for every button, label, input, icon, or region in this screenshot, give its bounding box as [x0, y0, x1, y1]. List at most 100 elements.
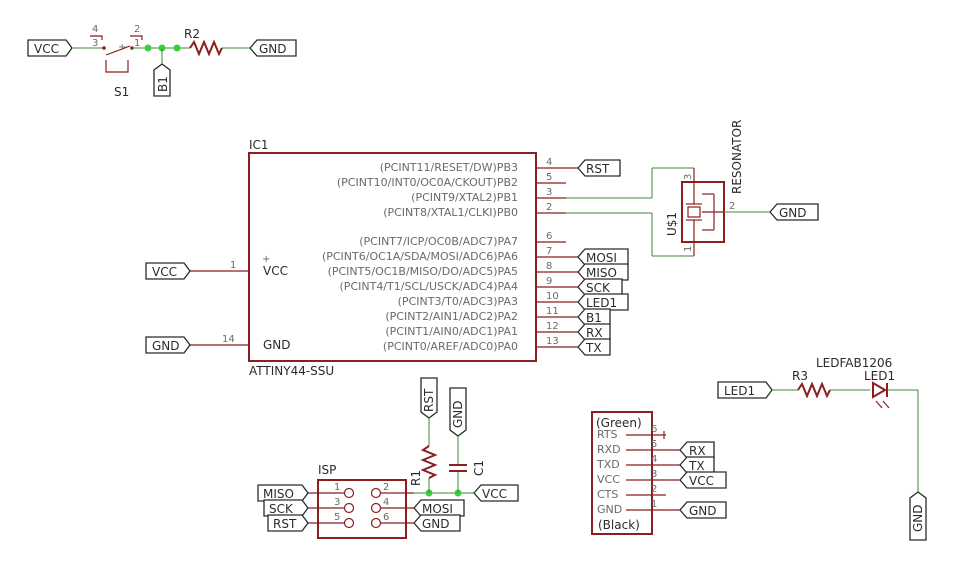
ic1-pin6-num: 6: [546, 231, 552, 242]
net-label-isp-sck-text: SCK: [269, 502, 294, 516]
ftdi-header-body: [591, 411, 653, 535]
switch-section: VCC 4 3 2 1 + S1 B1 R2 GND: [27, 24, 297, 99]
ftdi-section: (Green) (Black) RTS RXD TXD VCC CTS GND …: [591, 411, 727, 535]
net-label-gnd-ic[interactable]: [145, 336, 191, 354]
net-label-gnd-c1[interactable]: [449, 387, 467, 437]
net-label-gnd-led[interactable]: [909, 491, 927, 541]
ic1-pin-pa3-name: (PCINT3/T0/ADC3)PA3: [398, 295, 518, 308]
resistor-r1: [420, 445, 438, 479]
switch-pin1-num: 1: [134, 38, 140, 49]
net-label-led1-pa3-text: LED1: [586, 296, 617, 310]
net-label-gnd-res[interactable]: [769, 203, 819, 221]
net-label-gnd-res-text: GND: [779, 206, 807, 220]
net-label-rst-top-text: RST: [422, 388, 436, 412]
net-label-vcc-ic-text: VCC: [152, 265, 177, 279]
resonator-section: 3 2 1 U$1 RESONATOR GND: [566, 120, 819, 257]
net-label-mosi-pa6[interactable]: [577, 248, 629, 266]
resonator-pin2-num: 2: [729, 201, 735, 212]
net-label-isp-gnd[interactable]: [413, 514, 461, 532]
net-label-ftdi-vcc[interactable]: [679, 471, 727, 489]
ic1-pin12-num: 12: [546, 321, 559, 332]
ic1-pin3-num: 3: [546, 187, 552, 198]
net-label-sck-pa4-text: SCK: [586, 281, 611, 295]
junction-sw3: [173, 44, 181, 52]
switch-pin2-mark: [130, 35, 143, 40]
net-label-sck-pa4[interactable]: [577, 278, 623, 296]
ic1-pin-pb1-name: (PCINT9/XTAL2)PB1: [411, 191, 518, 204]
svg-text:+: +: [118, 42, 126, 53]
switch-pin3-num: 3: [92, 38, 98, 49]
net-label-isp-gnd-text: GND: [422, 517, 450, 531]
ftdi-pin3-num: 3: [651, 469, 657, 480]
led-diode-symbol: [872, 381, 887, 399]
switch-pin4-mark: [90, 35, 103, 40]
net-label-b1-pa2[interactable]: [577, 308, 611, 326]
ic1-pin10-num: 10: [546, 291, 559, 302]
ftdi-pin-gnd-name: GND: [597, 503, 622, 516]
ftdi-pin-txd-name: TXD: [596, 458, 620, 471]
net-label-b1-pa2-text: B1: [586, 311, 602, 325]
r2-ref: R2: [184, 27, 200, 41]
isp-pin1-num: 1: [334, 482, 340, 493]
led-section: LEDFAB1206 LED1 R3 LED1 GND: [717, 356, 927, 541]
r1-ref: R1: [409, 470, 423, 486]
ic1-pin5-num: 5: [546, 172, 552, 183]
ic1-pin-pb3-name: (PCINT11/RESET/DW)PB3: [380, 161, 518, 174]
ic1-value: ATTINY44-SSU: [249, 364, 334, 378]
ic1-gnd-pin-num: 14: [222, 334, 235, 345]
net-label-rst-pb3[interactable]: [577, 159, 621, 177]
ftdi-pin-rxd-name: RXD: [597, 443, 621, 456]
net-label-rx-pa1[interactable]: [577, 323, 611, 341]
net-label-vcc-ic[interactable]: [145, 262, 191, 280]
ic1-pin-pb0-name: (PCINT8/XTAL1/CLKI)PB0: [383, 206, 518, 219]
switch-ref: S1: [114, 85, 129, 99]
net-label-vcc-top[interactable]: [27, 39, 73, 57]
net-label-isp-miso[interactable]: [257, 484, 309, 502]
isp-pin4-num: 4: [383, 497, 389, 508]
switch-pin4-num: 4: [92, 24, 98, 35]
net-label-gnd-ic-text: GND: [152, 339, 180, 353]
ic1-gnd-pin-label: GND: [263, 338, 291, 352]
net-label-b1-top[interactable]: [153, 63, 171, 97]
resistor-r2: [189, 39, 223, 57]
isp-pin5-num: 5: [334, 512, 340, 523]
ic1-pin13-num: 13: [546, 336, 559, 347]
net-label-miso-pa5-text: MISO: [586, 266, 617, 280]
ic1-attiny44: IC1 ATTINY44-SSU GND VCC + 1 14 VCC GND …: [145, 138, 629, 378]
net-label-led1-pa3[interactable]: [577, 293, 629, 311]
r3-ref: R3: [792, 369, 808, 383]
net-label-isp-mosi-text: MOSI: [422, 502, 453, 516]
net-label-isp-miso-text: MISO: [263, 487, 294, 501]
net-label-isp-mosi[interactable]: [413, 499, 465, 517]
resonator-ref: U$1: [665, 212, 679, 236]
ic1-pin-pa0-name: (PCINT0/AREF/ADC0)PA0: [383, 340, 518, 353]
ftdi-pin2-num: 2: [651, 484, 657, 495]
ic1-pin9-num: 9: [546, 276, 552, 287]
switch-actuator: [105, 60, 129, 73]
net-label-isp-rst[interactable]: [267, 514, 309, 532]
net-label-tx-pa0[interactable]: [577, 338, 611, 356]
isp-pin2-num: 2: [383, 482, 389, 493]
net-label-isp-rst-text: RST: [273, 517, 297, 531]
net-label-rst-top[interactable]: [420, 377, 438, 419]
ic1-pin-pa5-name: (PCINT5/OC1B/MISO/DO/ADC5)PA5: [328, 265, 518, 278]
ftdi-pin6-num: 6: [651, 424, 657, 435]
resonator-pin3-num: 3: [683, 174, 694, 180]
net-label-vcc-isp-text: VCC: [482, 487, 507, 501]
ic1-vcc-pin-num: 1: [230, 260, 236, 271]
net-label-b1-top-text: B1: [156, 76, 170, 92]
net-label-gnd-top[interactable]: [249, 39, 297, 57]
led-ref: LED1: [864, 369, 895, 383]
net-label-led1-left[interactable]: [717, 381, 773, 399]
net-label-vcc-isp[interactable]: [473, 484, 519, 502]
net-label-ftdi-gnd[interactable]: [679, 501, 727, 519]
net-label-ftdi-gnd-text: GND: [689, 504, 717, 518]
net-label-isp-sck[interactable]: [263, 499, 309, 517]
ic1-pin11-num: 11: [546, 306, 559, 317]
net-label-ftdi-tx-text: TX: [688, 459, 705, 473]
net-label-miso-pa5[interactable]: [577, 263, 629, 281]
net-label-gnd-led-text: GND: [911, 504, 925, 532]
net-label-ftdi-tx[interactable]: [679, 456, 715, 474]
net-label-ftdi-rx[interactable]: [679, 441, 715, 459]
